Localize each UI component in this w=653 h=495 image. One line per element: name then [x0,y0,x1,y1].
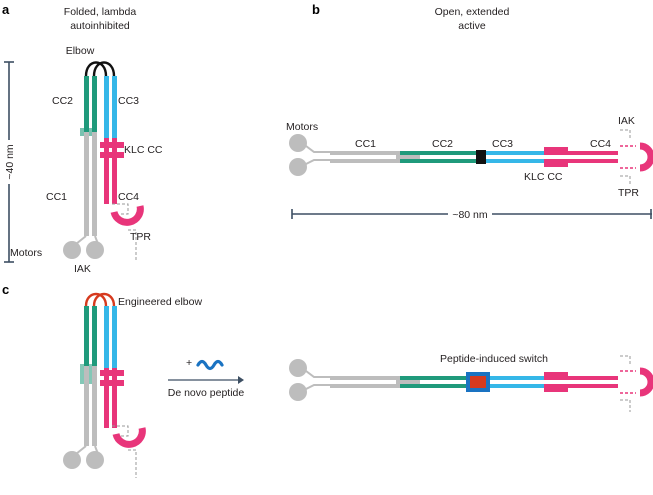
tpr-domain-b [620,129,653,186]
extended-chains [330,145,636,169]
tpr-domain-c [112,425,146,478]
label-cc2-b: CC2 [432,138,453,150]
tpr-domain [110,203,144,260]
label-klc-cc-b: KLC CC [524,171,563,183]
right-chains [100,76,124,204]
label-cc3-a: CC3 [118,95,139,107]
label-cc1-b: CC1 [355,138,376,150]
plus-sign: + [186,357,192,369]
scale-label-40nm: ~40 nm [4,144,16,180]
label-motors-a: Motors [10,247,42,259]
panel-b-title-line2: active [458,20,486,32]
label-cc2-a: CC2 [52,95,73,107]
motor-heads [63,235,104,259]
left-chains [80,76,97,236]
label-elbow-a: Elbow [66,45,95,57]
panel-c-letter: c [2,282,9,297]
right-chains-c [100,306,124,428]
arrow-label: De novo peptide [168,387,245,399]
label-cc4-b: CC4 [590,138,611,150]
panel-a-letter: a [2,2,10,17]
peptide-icon [196,359,224,371]
motor-heads-c [63,445,104,469]
panel-b-letter: b [312,2,320,17]
panel-b-title-line1: Open, extended [435,6,510,18]
label-iak-a: IAK [74,263,91,275]
label-iak-b: IAK [618,115,635,127]
panel-a-title-line2: autoinhibited [70,20,130,32]
left-chains-c [80,306,97,446]
label-motors-b: Motors [286,121,318,133]
panel-c: c [2,282,653,478]
extended-chains-c [330,370,636,394]
elbow [84,61,116,77]
motor-heads-b [289,134,330,176]
label-cc1-a: CC1 [46,191,67,203]
label-engineered-elbow: Engineered elbow [118,296,202,308]
label-tpr-a: TPR [130,231,151,243]
label-klc-cc-a: KLC CC [124,144,163,156]
panel-a-title-line1: Folded, lambda [64,6,137,18]
panel-b: b Open, extended active [286,2,653,222]
label-tpr-b: TPR [618,187,639,199]
scale-bar-80nm: ~80 nm [291,206,652,222]
label-peptide-switch: Peptide-induced switch [440,353,548,365]
motor-heads-c2 [289,359,330,401]
label-cc4-a: CC4 [118,191,139,203]
tpr-domain-c2 [620,355,653,412]
engineered-elbow [84,292,116,307]
scale-bar-40nm: ~40 nm [1,61,17,263]
scale-label-80nm: ~80 nm [452,209,488,221]
label-cc3-b: CC3 [492,138,513,150]
panel-a: a Folded, lambda autoinhibited ~40 nm [1,2,163,275]
peptide-addition: + De novo peptide [168,357,245,399]
